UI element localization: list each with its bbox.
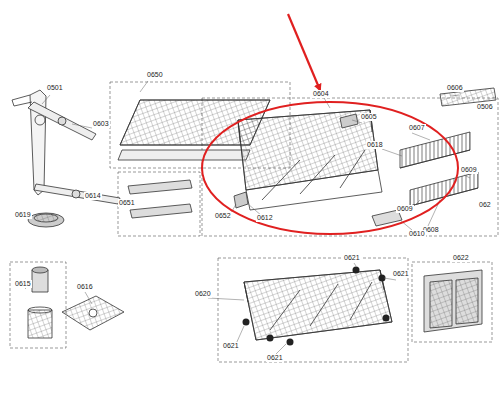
lower-rack — [244, 270, 392, 340]
callout-number: 062 — [478, 201, 492, 209]
callout-number: 0618 — [366, 141, 384, 149]
flat-filter — [62, 296, 124, 330]
lower-spray-arm — [34, 184, 120, 204]
callout-number: 0621 — [266, 354, 284, 362]
highlight-ellipse — [202, 102, 458, 234]
callout-number: 0610 — [408, 230, 426, 238]
filter-cylinder — [28, 267, 52, 338]
callout-number: 0621 — [392, 270, 410, 278]
rack-rail-parts — [128, 180, 192, 218]
callout-number: 0609 — [460, 166, 478, 174]
highlight-arrow — [288, 14, 320, 90]
callout-number: 0652 — [214, 212, 232, 220]
cutlery-basket — [424, 270, 482, 332]
callout-number: 0501 — [46, 84, 64, 92]
callout-number: 0612 — [256, 214, 274, 222]
filter-disc — [28, 213, 64, 227]
leader-lines — [25, 81, 470, 355]
callout-number: 0606 — [446, 84, 464, 92]
callout-number: 0614 — [84, 192, 102, 200]
callout-number: 0616 — [76, 283, 94, 291]
callout-number: 0621 — [343, 254, 361, 262]
rack-clip — [234, 192, 248, 208]
callout-number: 0650 — [146, 71, 164, 79]
callout-number: 0651 — [118, 199, 136, 207]
callout-number: 0621 — [222, 342, 240, 350]
callout-number: 0609 — [396, 205, 414, 213]
group-boxes — [10, 82, 498, 362]
callout-number: 0607 — [408, 124, 426, 132]
upper-rack — [238, 110, 382, 210]
callout-number: 0603 — [92, 120, 110, 128]
upper-spray-arm — [28, 102, 96, 140]
callout-number: 0605 — [360, 113, 378, 121]
callout-number: 0620 — [194, 290, 212, 298]
callout-number: 0615 — [14, 280, 32, 288]
rack-wheels — [243, 267, 390, 346]
callout-number: 0619 — [14, 211, 32, 219]
tine-rows — [400, 132, 478, 206]
callout-number: 0506 — [476, 103, 494, 111]
callout-number: 0604 — [312, 90, 330, 98]
callout-number: 0622 — [452, 254, 470, 262]
